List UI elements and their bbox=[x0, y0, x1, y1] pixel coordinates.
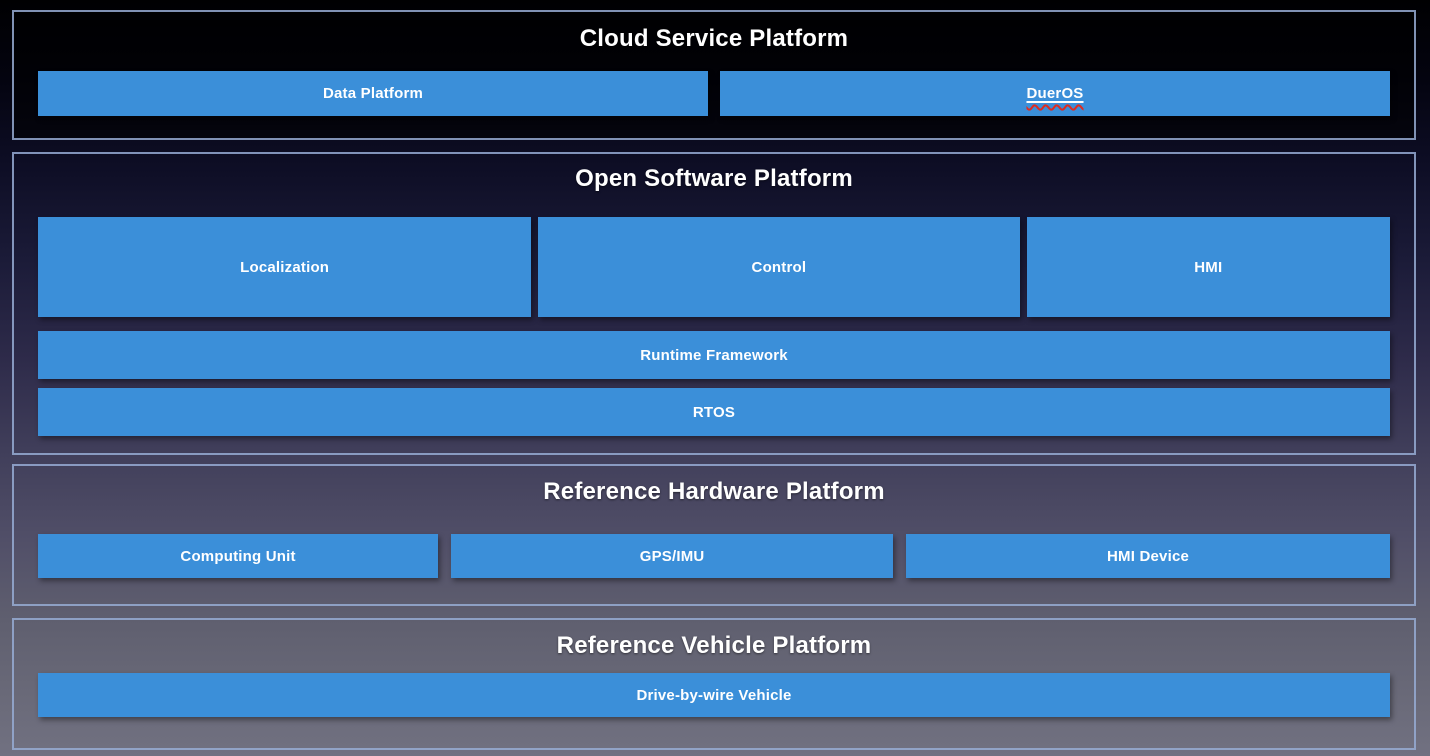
box-data-platform: Data Platform bbox=[38, 71, 708, 116]
hardware-boxes-row: Computing Unit GPS/IMU HMI Device bbox=[14, 534, 1414, 578]
box-drive-by-wire-vehicle: Drive-by-wire Vehicle bbox=[38, 673, 1390, 717]
section-reference-hardware-platform: Reference Hardware Platform Computing Un… bbox=[12, 464, 1416, 606]
section-open-software-platform: Open Software Platform Localization Cont… bbox=[12, 152, 1416, 455]
box-localization: Localization bbox=[38, 217, 532, 317]
spellcheck-underline: DuerOS bbox=[1026, 85, 1083, 102]
box-label-runtime-framework: Runtime Framework bbox=[640, 346, 788, 364]
box-runtime-framework: Runtime Framework bbox=[38, 331, 1390, 379]
box-label-drive-by-wire-vehicle: Drive-by-wire Vehicle bbox=[636, 686, 792, 704]
section-cloud-service-platform: Cloud Service Platform Data Platform Due… bbox=[12, 10, 1416, 140]
section-reference-vehicle-platform: Reference Vehicle Platform Drive-by-wire… bbox=[12, 618, 1416, 750]
box-label-hmi: HMI bbox=[1194, 258, 1223, 276]
section-title-reference-hardware-platform: Reference Hardware Platform bbox=[543, 478, 885, 505]
box-label-computing-unit: Computing Unit bbox=[180, 547, 296, 565]
software-modules-row: Localization Control HMI bbox=[14, 217, 1414, 317]
box-hmi: HMI bbox=[1026, 217, 1390, 317]
box-label-data-platform: Data Platform bbox=[322, 85, 424, 102]
box-label-gps-imu: GPS/IMU bbox=[639, 547, 705, 565]
section-title-reference-vehicle-platform: Reference Vehicle Platform bbox=[556, 632, 872, 659]
box-label-control: Control bbox=[751, 258, 807, 276]
section-title-open-software-platform: Open Software Platform bbox=[575, 165, 853, 192]
box-dueros: DuerOS bbox=[720, 71, 1390, 116]
box-label-rtos: RTOS bbox=[692, 403, 736, 421]
box-label-localization: Localization bbox=[240, 258, 330, 276]
box-computing-unit: Computing Unit bbox=[38, 534, 439, 578]
box-label-hmi-device: HMI Device bbox=[1107, 547, 1190, 565]
rtos-row: RTOS bbox=[14, 388, 1414, 436]
box-label-dueros: DuerOS bbox=[1026, 85, 1084, 102]
box-rtos: RTOS bbox=[38, 388, 1390, 436]
box-gps-imu: GPS/IMU bbox=[451, 534, 894, 578]
box-hmi-device: HMI Device bbox=[906, 534, 1390, 578]
runtime-framework-row: Runtime Framework bbox=[14, 331, 1414, 379]
section-title-cloud-service-platform: Cloud Service Platform bbox=[579, 25, 849, 52]
cloud-boxes-row: Data Platform DuerOS bbox=[14, 71, 1414, 116]
vehicle-boxes-row: Drive-by-wire Vehicle bbox=[14, 673, 1414, 717]
box-control: Control bbox=[538, 217, 1020, 317]
